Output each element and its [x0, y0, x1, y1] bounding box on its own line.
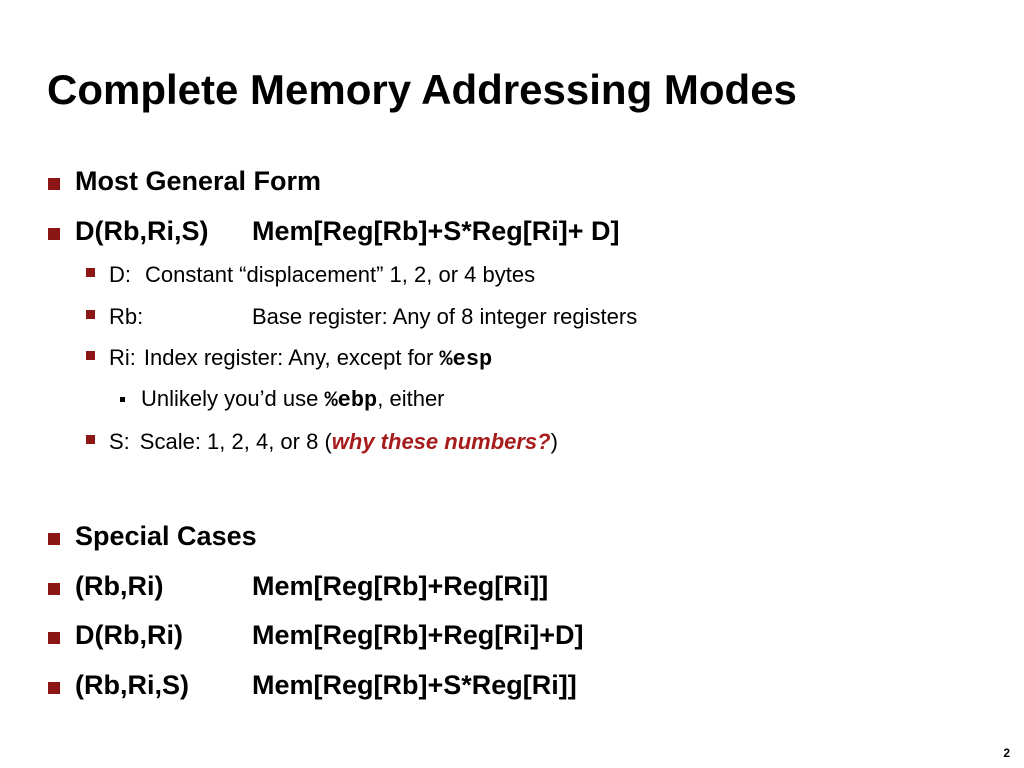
param-s-row: S: Scale: 1, 2, 4, or 8 (why these number…	[109, 429, 558, 455]
why-these-numbers-highlight: why these numbers?	[331, 429, 551, 454]
bullet-square	[48, 632, 60, 644]
ebp-note-text: Unlikely you’d use	[141, 386, 325, 411]
general-form-label: D(Rb,Ri,S)	[75, 216, 209, 246]
bullet-square	[48, 178, 60, 190]
bullet-square	[48, 533, 60, 545]
bullet-square	[48, 228, 60, 240]
param-ri-row: Ri: Index register: Any, except for %esp	[109, 345, 492, 372]
slide-title: Complete Memory Addressing Modes	[47, 66, 797, 113]
param-s-close-paren: )	[550, 429, 558, 454]
special-case-label: (Rb,Ri)	[75, 571, 164, 601]
param-rb-label: Rb:	[109, 304, 144, 329]
special-case-expression: Mem[Reg[Rb]+Reg[Ri]+D]	[252, 620, 584, 650]
param-d-label: D:	[109, 262, 131, 287]
sub-bullet-square	[86, 268, 95, 277]
page-number: 2	[1003, 746, 1010, 760]
general-form-expression: Mem[Reg[Rb]+S*Reg[Ri]+ D]	[252, 216, 620, 246]
special-case-expression: Mem[Reg[Rb]+Reg[Ri]]	[252, 571, 549, 601]
param-ri-description: Index register: Any, except for	[143, 345, 440, 370]
ebp-register-code: %ebp	[324, 388, 378, 413]
special-case-label: D(Rb,Ri)	[75, 620, 183, 650]
sub-bullet-square	[86, 310, 95, 319]
sub-bullet-square	[86, 351, 95, 360]
param-s-label: S:	[109, 429, 130, 454]
param-rb-description: Base register: Any of 8 integer register…	[252, 304, 638, 329]
bullet-square	[48, 682, 60, 694]
param-d-description: Constant “displacement” 1, 2, or 4 bytes	[145, 262, 536, 287]
bullet-square	[48, 583, 60, 595]
special-case-label: (Rb,Ri,S)	[75, 670, 189, 700]
ebp-note: Unlikely you’d use %ebp, either	[141, 386, 445, 413]
sub-bullet-square	[86, 435, 95, 444]
special-case-expression: Mem[Reg[Rb]+S*Reg[Ri]]	[252, 670, 577, 700]
param-s-description: Scale: 1, 2, 4, or 8 (	[139, 429, 332, 454]
general-heading: Most General Form	[75, 166, 322, 196]
esp-register-code: %esp	[439, 347, 493, 372]
ebp-note-suffix: , either	[377, 386, 445, 411]
sub-sub-bullet-square	[120, 397, 125, 402]
param-ri-label: Ri:	[109, 345, 136, 370]
special-heading: Special Cases	[75, 521, 257, 551]
